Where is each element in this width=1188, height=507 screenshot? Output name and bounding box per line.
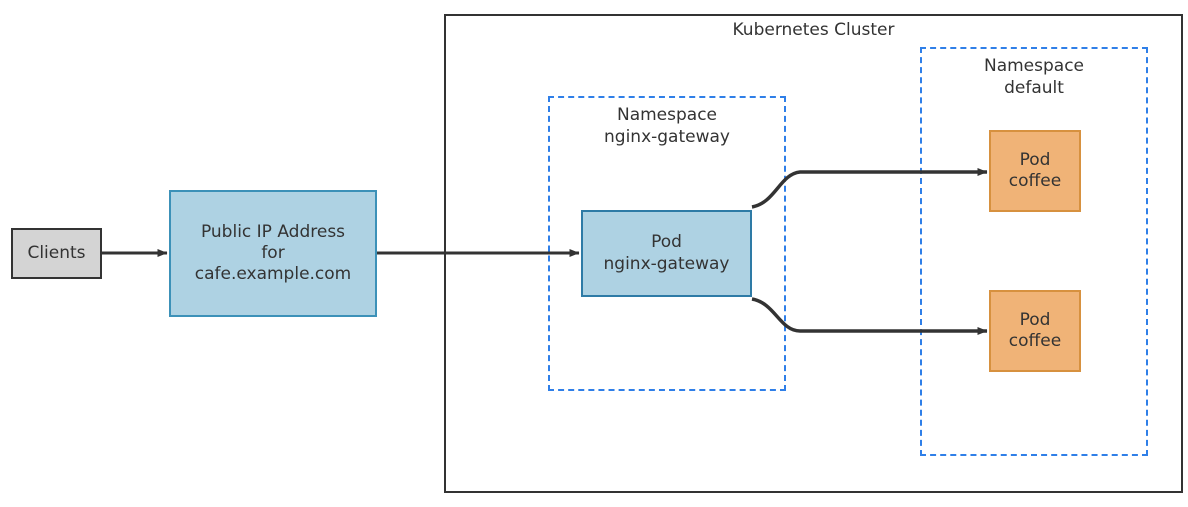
namespace-nginx-gateway-container <box>548 96 786 391</box>
public-ip-node[interactable]: Public IP Address for cafe.example.com <box>169 190 377 317</box>
clients-node[interactable]: Clients <box>11 228 102 279</box>
pod-coffee-node-1[interactable]: Pod coffee <box>989 130 1081 212</box>
namespace-default-label: Namespace default <box>983 56 1085 99</box>
kubernetes-cluster-title: Kubernetes Cluster <box>732 20 895 40</box>
pod-nginx-gateway-node[interactable]: Pod nginx-gateway <box>581 210 752 297</box>
pod-coffee-node-2[interactable]: Pod coffee <box>989 290 1081 372</box>
namespace-default-container <box>920 47 1148 456</box>
namespace-nginx-gateway-label: Namespace nginx-gateway <box>604 105 730 148</box>
